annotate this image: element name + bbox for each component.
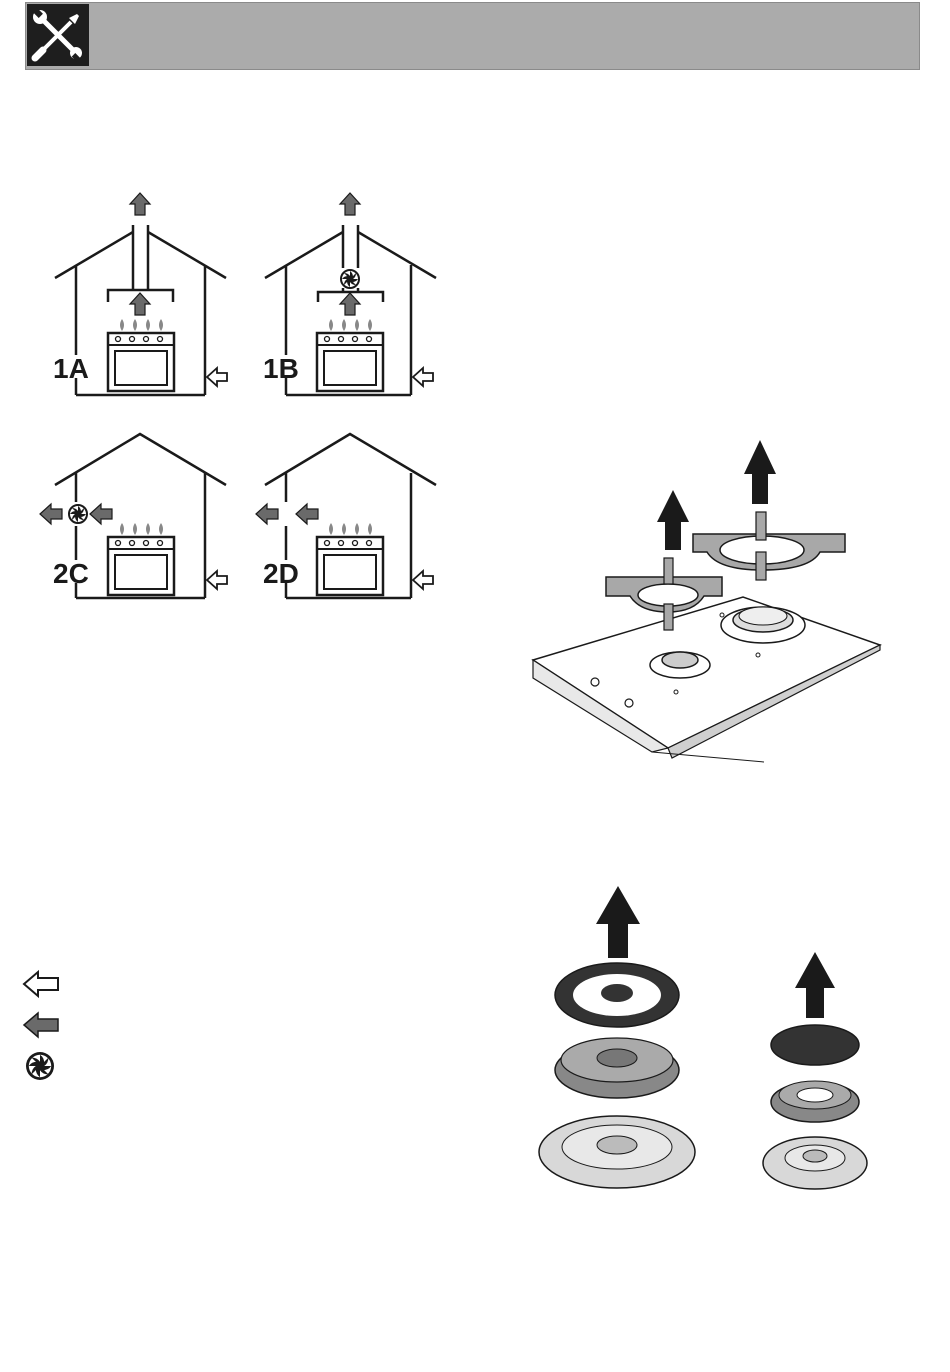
hob-pan-supports-icon — [533, 440, 880, 762]
panel-label: 1A — [53, 353, 89, 384]
panel-label: 1B — [263, 353, 299, 384]
burner-parts-icon — [539, 886, 867, 1189]
outline-arrow-left-icon — [24, 972, 58, 996]
panel-1a: 1A — [53, 193, 227, 395]
panel-label: 2D — [263, 558, 299, 589]
panel-2d: 2D — [256, 434, 436, 598]
panel-1b: 1B — [263, 193, 436, 395]
panel-label: 2C — [53, 558, 89, 589]
panel-2c: 2C — [40, 434, 227, 598]
fan-icon — [26, 1052, 54, 1080]
filled-arrow-left-icon — [24, 1013, 58, 1037]
legend — [24, 972, 58, 1080]
